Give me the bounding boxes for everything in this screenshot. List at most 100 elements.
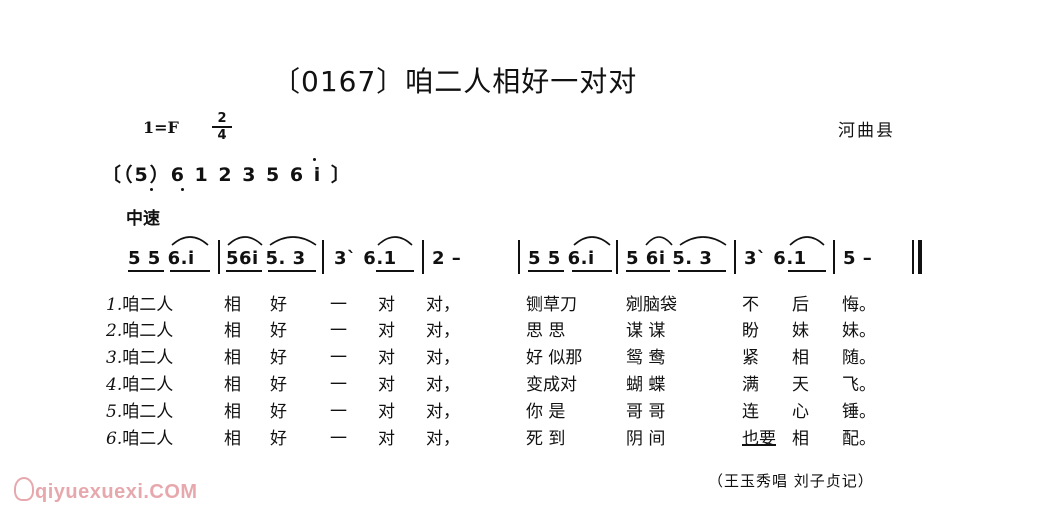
lyric-text: 死 到 (526, 429, 566, 449)
slur (789, 236, 825, 246)
lyric-text: 妹 (792, 321, 809, 341)
performer-credit: （王玉秀唱 刘子贞记） (708, 472, 874, 490)
lyric-text: 变成对 (526, 375, 577, 395)
lyric-text: 一 (330, 375, 347, 395)
beam-underline (572, 270, 612, 272)
lyric-text: 一 (330, 295, 347, 315)
lyric-text: 相 (224, 402, 241, 422)
slur (679, 236, 727, 246)
measure: 5 5 6.i (528, 248, 595, 269)
lyric-line: 3.咱二人 相 好 一 对 对， 好 似那 鸳 鸯 紧 相 随。 (106, 343, 876, 368)
measure: 3` 6.1 (744, 248, 807, 269)
lyric-text: 相 (224, 429, 241, 449)
measure: 2 – (432, 248, 462, 269)
beam-underline (226, 270, 262, 272)
lyric-text: 随。 (842, 348, 876, 368)
lyric-text: 一 (330, 321, 347, 341)
lyric-text: 咱二人 (122, 348, 174, 368)
lyric-text: 相 (792, 429, 809, 449)
lyric-line: 4.咱二人 相 好 一 对 对， 变成对 蝴 蝶 满 天 飞。 (106, 370, 876, 395)
time-bottom: 4 (217, 128, 227, 143)
verse-number: 6. (106, 429, 123, 449)
lyric-text: 蝴 蝶 (626, 375, 666, 395)
verse-number: 4. (106, 375, 123, 395)
lyric-text: 连 (742, 402, 759, 422)
slur (573, 236, 611, 246)
time-signature: 2 4 (212, 112, 232, 142)
key-signature: 1=F (143, 118, 179, 137)
lyric-text: 好 (270, 402, 287, 422)
intro-notation: 〔（5）6 1 2 3 5 6 i 〕 (102, 164, 352, 186)
lyric-text: 配。 (842, 429, 876, 449)
lyric-text: 剜脑袋 (626, 295, 677, 315)
lyric-text: 对， (426, 402, 460, 422)
octave-dot (150, 188, 153, 191)
lyric-text: 阴 间 (626, 429, 666, 449)
lyric-text: 铡草刀 (526, 295, 577, 315)
lyric-text: 锤。 (842, 402, 876, 422)
slur (645, 236, 673, 246)
lyric-line: 6.咱二人 相 好 一 对 对， 死 到 阴 间 也要 相 配。 (106, 424, 876, 449)
verse-number: 2. (106, 321, 123, 341)
lyric-text: 相 (224, 348, 241, 368)
beam-underline (268, 270, 316, 272)
lyric-text: 后 (792, 295, 809, 315)
lyric-text: 相 (224, 375, 241, 395)
lyric-text: 相 (792, 348, 809, 368)
lyric-text: 不 (742, 295, 759, 315)
lyric-text: 好 (270, 348, 287, 368)
lyric-text: 对 (378, 348, 395, 368)
lyric-text: 对 (378, 321, 395, 341)
lyric-underline (742, 444, 776, 446)
slur (269, 236, 317, 246)
watermark-text: qiyuexuexi.COM (35, 481, 198, 503)
barline (912, 240, 914, 274)
watermark-logo-icon (14, 477, 34, 501)
measure: 3` 6.1 (334, 248, 397, 269)
time-top: 2 (217, 111, 227, 126)
lyric-line: 5.咱二人 相 好 一 对 对， 你 是 哥 哥 连 心 锤。 (106, 397, 876, 422)
barline (616, 240, 618, 274)
barline (518, 240, 520, 274)
beam-underline (376, 270, 414, 272)
verse-number: 1. (106, 295, 123, 315)
verse-number: 5. (106, 402, 123, 422)
lyric-text: 好 (270, 375, 287, 395)
lyric-line: 1.咱二人 相 好 一 对 对， 铡草刀 剜脑袋 不 后 悔。 (106, 290, 876, 315)
beam-underline (170, 270, 210, 272)
lyric-text: 哥 哥 (626, 402, 666, 422)
beam-underline (788, 270, 826, 272)
lyric-text: 你 是 (526, 402, 566, 422)
slur (171, 236, 209, 246)
verse-number: 3. (106, 348, 123, 368)
lyric-text: 对， (426, 348, 460, 368)
measure: 5 – (843, 248, 873, 269)
lyric-text: 咱二人 (122, 321, 174, 341)
lyric-text: 心 (792, 402, 809, 422)
lyric-text: 谋 谋 (626, 321, 666, 341)
lyric-text: 对， (426, 321, 460, 341)
barline (322, 240, 324, 274)
watermark: qiyuexuexi.COM (14, 477, 198, 504)
beam-underline (626, 270, 670, 272)
barline (218, 240, 220, 274)
lyric-text: 好 (270, 321, 287, 341)
lyric-text: 咱二人 (122, 402, 174, 422)
lyric-text: 对 (378, 429, 395, 449)
beam-underline (678, 270, 726, 272)
lyric-text: 相 (224, 321, 241, 341)
lyric-text: 悔。 (842, 295, 876, 315)
measure: 5 5 6.i (128, 248, 195, 269)
octave-dot (313, 158, 316, 161)
beam-underline (128, 270, 164, 272)
measure: 5 6i 5. 3 (626, 248, 713, 269)
time-divider (212, 126, 232, 128)
octave-dot (181, 188, 184, 191)
lyric-text: 对 (378, 375, 395, 395)
lyric-text: 一 (330, 402, 347, 422)
lyric-text: 紧 (742, 348, 759, 368)
barline (422, 240, 424, 274)
barline (833, 240, 835, 274)
lyric-text: 对， (426, 429, 460, 449)
lyric-line: 2.咱二人 相 好 一 对 对， 思 思 谋 谋 盼 妹 妹。 (106, 316, 876, 341)
